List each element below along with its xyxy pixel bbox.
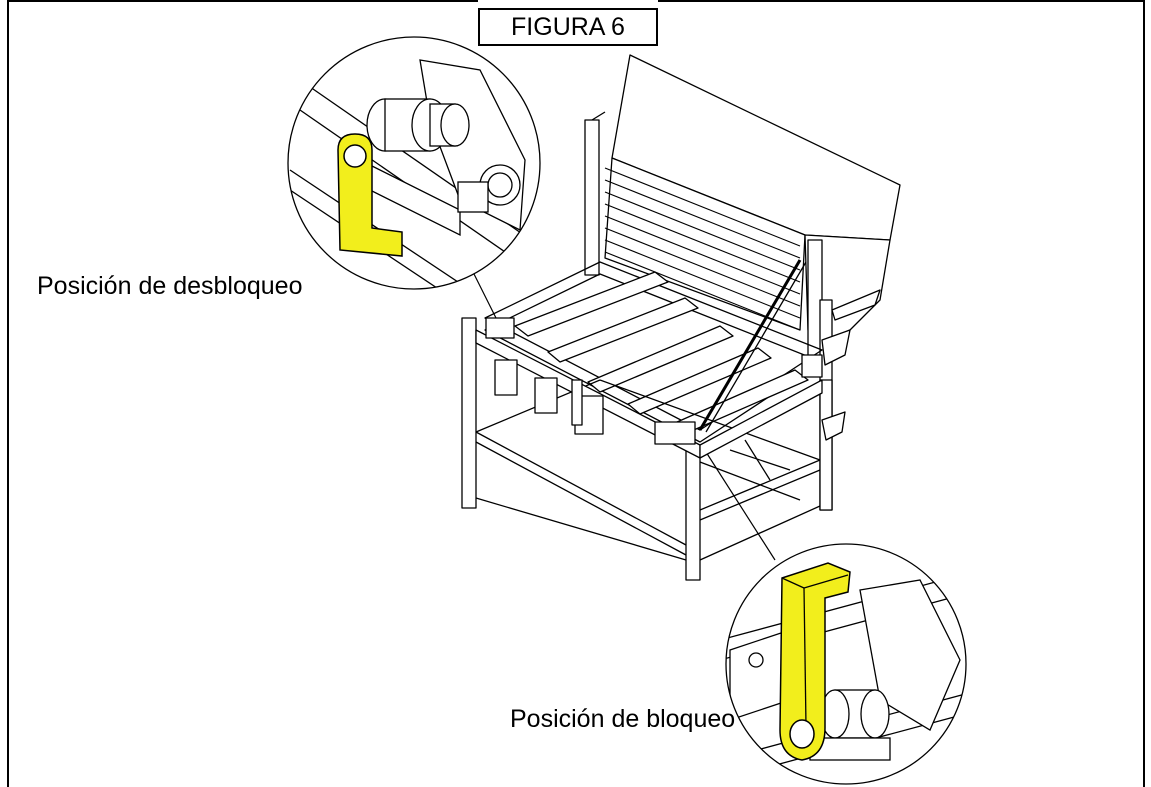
detail-lock — [725, 543, 967, 785]
unlock-position-label: Posición de desbloqueo — [37, 272, 303, 300]
figure-title: FIGURA 6 — [478, 8, 658, 46]
detail-unlock — [287, 36, 541, 290]
lock-position-label: Posición de bloqueo — [510, 705, 736, 733]
machine-drawing — [461, 54, 901, 581]
page-border — [7, 0, 1145, 787]
